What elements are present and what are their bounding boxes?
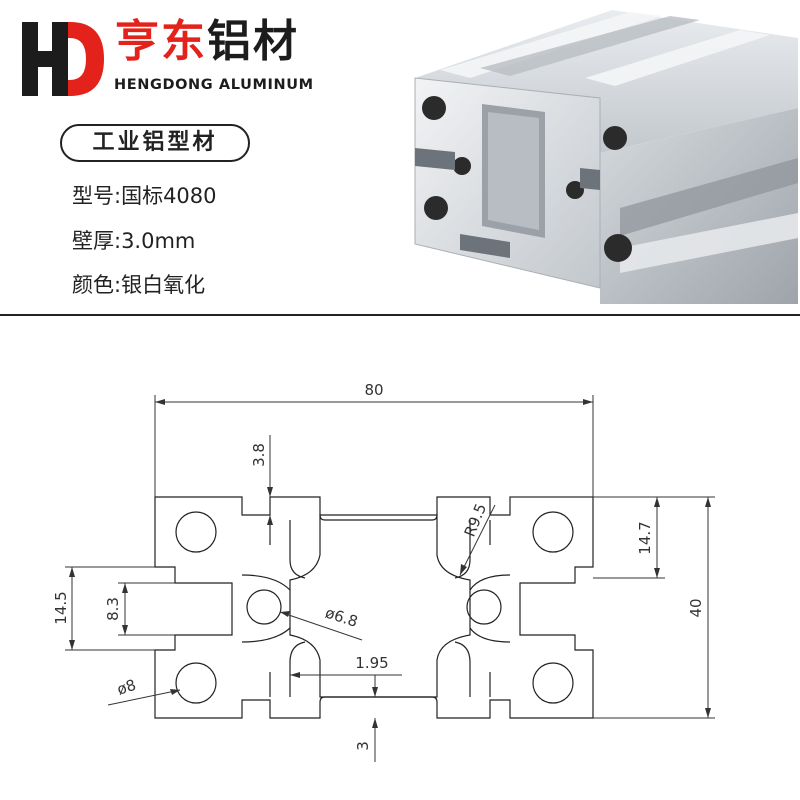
aluminum-profile-photo: [414, 10, 798, 304]
brand-name-en: HENGDONG ALUMINUM: [114, 77, 314, 93]
brand-name-cn-dark: 铝材: [207, 16, 299, 67]
dim-fillet-radius-label: R9.5: [461, 501, 491, 540]
dim-corner-hole-label: ø8: [115, 676, 138, 699]
dim-slot-outer-label: 14.5: [52, 591, 70, 624]
hd-logo-icon: [22, 22, 104, 96]
spec-color: 颜色:银白氧化: [72, 273, 206, 297]
dim-height-label: 40: [687, 598, 705, 617]
brand-name-cn-red: 亨东: [115, 16, 207, 67]
section-divider: [0, 314, 800, 316]
profile-cross-section-drawing: 80 40 14.7 3.8 R9.5 14.5 8.3 ø6.8 1.95 ø…: [52, 381, 715, 762]
brand-name-cn: 亨东铝材: [115, 16, 299, 68]
spec-model: 型号:国标4080: [72, 184, 217, 208]
dim-inner-height-label: 14.7: [636, 521, 654, 554]
dim-thickness-label: 1.95: [355, 654, 388, 672]
spec-wall-thickness: 壁厚:3.0mm: [72, 229, 196, 253]
dim-width-label: 80: [364, 381, 383, 399]
product-category-badge: 工业铝型材: [60, 124, 250, 162]
dim-slot-depth-label: 3.8: [250, 443, 268, 467]
dim-center-hole-label: ø6.8: [323, 604, 360, 631]
dim-slot-inner-label: 8.3: [104, 597, 122, 621]
dim-bottom-wall-label: 3: [354, 741, 372, 751]
